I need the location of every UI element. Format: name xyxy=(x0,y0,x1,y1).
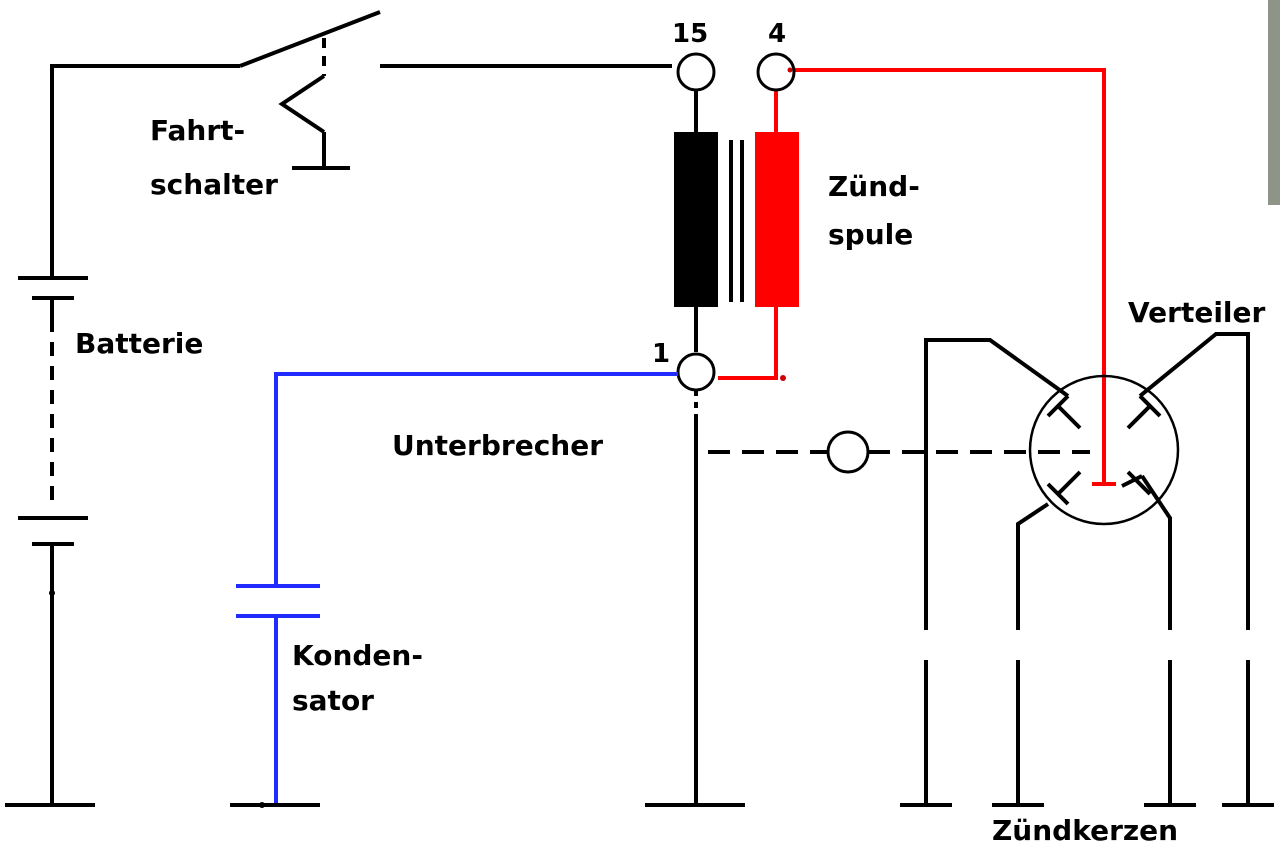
breaker-branch xyxy=(645,390,1090,807)
capacitor-label-line-1: Konden- xyxy=(292,639,423,672)
breaker-label: Unterbrecher xyxy=(392,429,603,462)
distributor xyxy=(900,332,1274,807)
terminal-4 xyxy=(756,52,796,92)
spark-plugs-label: Zündkerzen xyxy=(992,814,1178,845)
ignition-coil xyxy=(674,90,799,381)
photo-corner-fragment xyxy=(1268,0,1280,205)
terminal-15-label: 15 xyxy=(672,19,708,49)
breaker-cam xyxy=(826,430,870,474)
terminal-4-label: 4 xyxy=(768,19,786,49)
coil-label-line-1: Zünd- xyxy=(828,170,920,203)
terminal-1 xyxy=(676,352,716,392)
switch-label-line-2: schalter xyxy=(150,168,278,201)
secondary-winding xyxy=(755,132,799,307)
capacitor-label-line-2: sator xyxy=(292,684,374,717)
battery-branch xyxy=(5,64,240,807)
switch-label-line-1: Fahrt- xyxy=(150,114,245,147)
high-voltage-lead xyxy=(790,68,1106,484)
coil-label-line-2: spule xyxy=(828,218,913,251)
capacitor-branch xyxy=(230,372,678,808)
distributor-label: Verteiler xyxy=(1128,296,1265,329)
battery-label: Batterie xyxy=(75,327,203,360)
terminal-15 xyxy=(676,52,716,92)
primary-winding xyxy=(674,132,718,307)
terminal-1-label: 1 xyxy=(652,339,670,369)
ignition-switch xyxy=(239,10,672,170)
